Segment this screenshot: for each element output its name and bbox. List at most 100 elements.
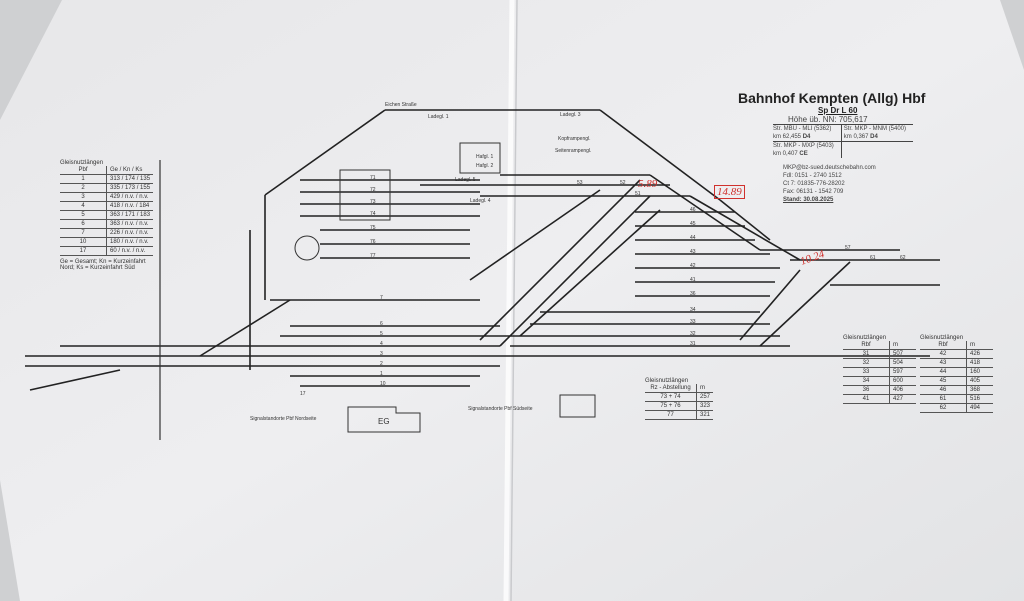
label: 6	[60, 219, 107, 229]
label: 57	[845, 245, 851, 251]
label: MKP@bz-sued.deutschebahn.com	[783, 165, 876, 171]
label: 32	[843, 358, 890, 368]
signal-caption: Signalstandorte Pbf Nordseite	[250, 416, 317, 422]
label: 226 / n.v. / n.v.	[106, 228, 154, 238]
tracks	[25, 109, 940, 391]
label: Ge / Kn / Ks	[106, 166, 154, 175]
station-code: Sp Dr L 60	[818, 106, 858, 115]
label: 6	[380, 321, 383, 327]
label: 42	[920, 349, 967, 359]
loading-track-label: Seitenrampengl.	[555, 148, 591, 154]
label: km 0,407	[773, 151, 798, 157]
label: 507	[889, 349, 916, 359]
label: 31	[843, 349, 890, 359]
label: 3	[380, 351, 383, 357]
label: 75	[370, 225, 376, 231]
label: Rbf	[920, 341, 967, 350]
label: 160	[966, 367, 993, 377]
label: 429 / n.v. / n.v.	[106, 192, 154, 202]
label: 10	[60, 237, 107, 247]
label: Fax: 06131 - 1542 709	[783, 189, 844, 195]
label: 321	[696, 410, 714, 420]
building-label: EG	[378, 417, 390, 426]
street-label: Eichen Straße	[385, 102, 417, 108]
label: Gleisnutzlängen	[920, 335, 964, 341]
label: 71	[370, 175, 376, 181]
structures	[159, 142, 596, 440]
label: 73 + 74	[645, 392, 697, 402]
label: 363 / n.v. / n.v.	[106, 219, 154, 229]
label: km 62,455	[773, 134, 802, 140]
label: 74	[370, 211, 376, 217]
label: 7	[60, 228, 107, 238]
label: 45	[690, 221, 696, 227]
label: 597	[889, 367, 916, 377]
label: Gleisnutzlängen	[843, 335, 887, 341]
label: 51	[635, 191, 641, 197]
label: 73	[370, 199, 376, 205]
stand-date: Stand: 30.08.2025	[783, 197, 834, 203]
label: 5	[60, 210, 107, 220]
signal-caption: Signalstandorte Pbf Südseite	[468, 406, 533, 412]
label: 335 / 173 / 155	[106, 183, 154, 193]
label: km 0,367	[843, 134, 869, 140]
label: 45	[920, 376, 967, 386]
label: Str. MKP - MXP (5403)	[773, 143, 834, 149]
label: 323	[696, 401, 714, 411]
label: 61	[920, 394, 967, 404]
label: 43	[690, 249, 696, 255]
label: 46	[920, 385, 967, 395]
label: 516	[966, 394, 993, 404]
label: 52	[620, 180, 626, 186]
label: 368	[966, 385, 993, 395]
label: m	[889, 341, 916, 350]
label: 36	[690, 291, 696, 297]
label: 44	[690, 235, 696, 241]
label: 33	[843, 367, 890, 377]
label: 1	[60, 174, 107, 184]
label: 504	[889, 358, 916, 368]
label: 46	[690, 207, 696, 213]
label: 77	[370, 253, 376, 259]
label: 31	[690, 341, 696, 347]
loading-track-label: Ladegl. 3	[560, 112, 581, 118]
label: 4	[60, 201, 107, 211]
label: 313 / 174 / 135	[106, 174, 154, 184]
label: 3	[60, 192, 107, 202]
label: Str. MBU - MLI (5362)	[773, 126, 832, 132]
label: 34	[690, 307, 696, 313]
label: 44	[920, 367, 967, 377]
label: 1	[380, 371, 383, 377]
handwritten-annotation: 5.89	[638, 178, 658, 190]
loading-track-label: Ladegl. 5	[455, 177, 476, 183]
label: Gleisnutzlängen	[60, 160, 104, 166]
label: 62	[900, 255, 906, 261]
label: 72	[370, 187, 376, 193]
label: 53	[577, 180, 583, 186]
label: 2	[380, 361, 383, 367]
label: 418 / n.v. / 184	[106, 201, 154, 211]
label: 33	[690, 319, 696, 325]
label: D4	[870, 134, 878, 140]
label: Ct 7: 01835-776-28202	[783, 181, 845, 187]
label: 62	[920, 403, 967, 413]
label: 418	[966, 358, 993, 368]
label: 427	[889, 394, 916, 404]
paper-fold	[503, 0, 515, 601]
label: 405	[966, 376, 993, 386]
diagram-labels: Eichen Straße Ladegl. 1 Ladegl. 3 Ladegl…	[250, 102, 906, 426]
label: CE	[799, 151, 808, 157]
label: 17	[60, 246, 107, 256]
label: 4	[380, 341, 383, 347]
label: 60 / n.v. / n.v.	[106, 246, 154, 256]
label: Str. MKP - MNM (5400)	[843, 126, 907, 132]
label: Ge = Gesamt; Kn = Kurzeinfahrt Nord; Ks …	[60, 259, 146, 271]
label: D4	[802, 134, 811, 140]
label: 363 / 171 / 183	[106, 210, 154, 220]
label: 43	[920, 358, 967, 368]
